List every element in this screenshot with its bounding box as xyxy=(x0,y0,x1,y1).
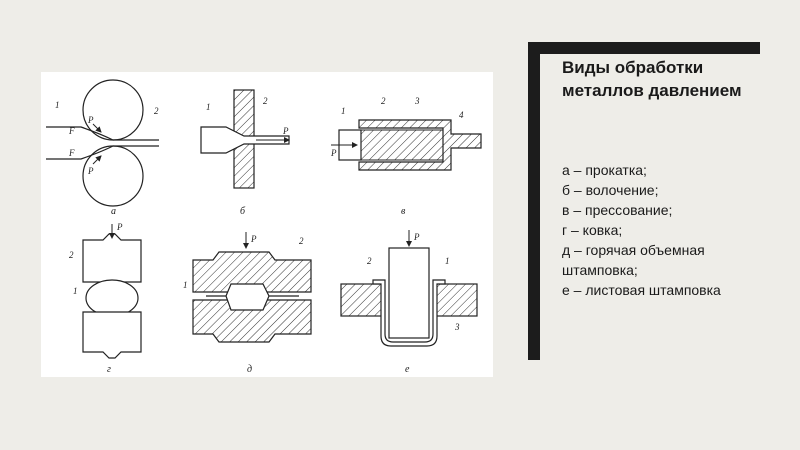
panel-v-extrusion: 1 2 3 4 P в xyxy=(330,96,482,217)
billet xyxy=(360,129,444,161)
panel-g-label-1: 1 xyxy=(73,286,78,296)
panel-b-label-p: P xyxy=(282,126,289,136)
legend-item-rolling: а – прокатка; xyxy=(562,162,647,178)
forging-blank xyxy=(85,279,139,317)
punch xyxy=(388,247,430,339)
legend-item-drawing: б – волочение; xyxy=(562,182,659,198)
panel-e-label-2: 2 xyxy=(367,256,372,266)
legend-item-sheet-stamping: е – листовая штамповка xyxy=(562,282,721,298)
panel-v-letter: в xyxy=(401,206,406,217)
sheet-blank xyxy=(372,279,446,347)
panel-v-label-4: 4 xyxy=(459,110,464,120)
rolled-strip xyxy=(46,126,159,160)
process-legend: а – прокатка; б – волочение; в – прессов… xyxy=(562,160,782,300)
accent-bracket-horizontal xyxy=(528,42,760,54)
panel-b-label-2: 2 xyxy=(263,96,268,106)
panel-a-label-2: 2 xyxy=(154,106,159,116)
metal-forming-diagram: 1 2 P P F F а 1 2 P б 1 2 3 4 xyxy=(46,79,482,375)
panel-v-label-1: 1 xyxy=(341,106,346,116)
panel-d-label-2: 2 xyxy=(299,236,304,246)
panel-b-drawing: 1 2 P б xyxy=(200,89,290,217)
panel-e-sheet-stamping: P 2 1 3 е xyxy=(340,230,478,375)
legend-item-forging: г – ковка; xyxy=(562,222,623,238)
panel-a-letter: а xyxy=(111,206,116,217)
drawn-bar xyxy=(200,126,290,154)
panel-e-label-1: 1 xyxy=(445,256,450,266)
panel-g-label-2: 2 xyxy=(69,250,74,260)
panel-a-rolling: 1 2 P P F F а xyxy=(46,79,159,217)
panel-d-label-1: 1 xyxy=(183,280,188,290)
panel-b-label-1: 1 xyxy=(206,102,211,112)
panel-a-label-1: 1 xyxy=(55,100,60,110)
right-die xyxy=(434,283,478,317)
panel-a-label-p1: P xyxy=(87,115,94,125)
panel-e-letter: е xyxy=(405,364,410,375)
lower-die xyxy=(82,311,142,359)
panel-v-label-3: 3 xyxy=(414,96,420,106)
panel-a-label-f2: F xyxy=(68,148,75,158)
panel-d-letter: д xyxy=(247,364,252,375)
panel-v-label-2: 2 xyxy=(381,96,386,106)
panel-v-label-p: P xyxy=(330,148,337,158)
legend-item-pressing: в – прессование; xyxy=(562,202,673,218)
panel-d-label-p: P xyxy=(250,234,257,244)
panel-d-die-forging: P 2 1 д xyxy=(183,232,312,375)
panel-e-label-p: P xyxy=(413,232,420,242)
panel-a-label-f1: F xyxy=(68,126,75,136)
upper-die xyxy=(82,233,142,283)
panel-g-forging: P 2 1 г xyxy=(69,222,142,375)
left-die xyxy=(340,283,384,317)
panel-g-letter: г xyxy=(107,364,111,375)
panel-e-label-3: 3 xyxy=(454,322,460,332)
accent-bracket-vertical xyxy=(528,42,540,360)
lower-forging-die xyxy=(192,299,312,343)
slide-title: Виды обработки металлов давлением xyxy=(562,58,742,100)
panel-g-label-p: P xyxy=(116,222,123,232)
legend-item-hot-die-forging: д – горячая объемная штамповка; xyxy=(562,242,705,278)
panel-b-letter: б xyxy=(240,206,246,217)
forged-part xyxy=(206,283,299,311)
panel-a-label-p2: P xyxy=(87,166,94,176)
container xyxy=(358,119,482,171)
metal-forming-figure: 1 2 P P F F а 1 2 P б 1 2 3 4 xyxy=(41,72,493,377)
